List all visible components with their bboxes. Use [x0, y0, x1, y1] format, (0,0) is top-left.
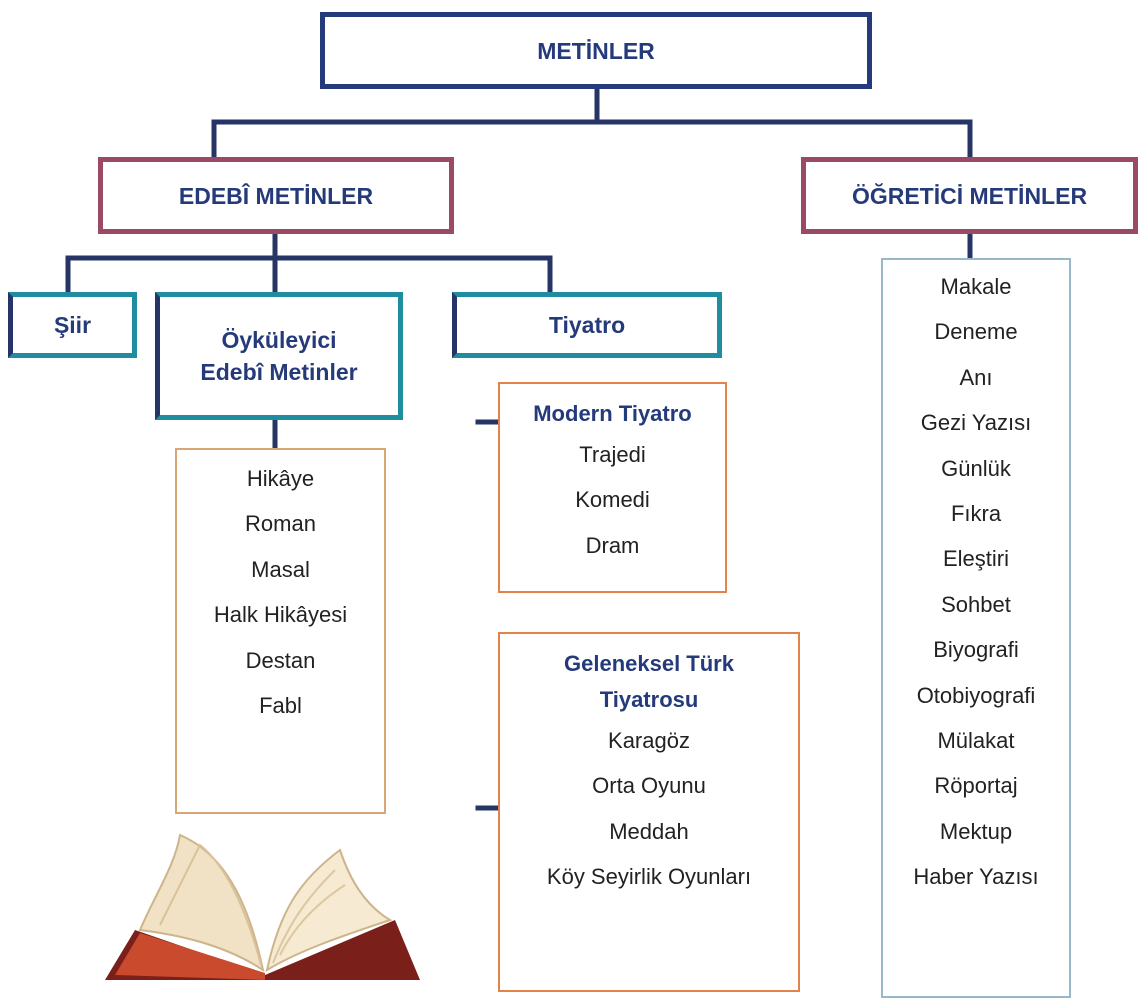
- tiyatro-node: Tiyatro: [452, 292, 722, 358]
- geleneksel-title-line1: Geleneksel Türk: [564, 651, 734, 676]
- list-item: Köy Seyirlik Oyunları: [546, 864, 752, 890]
- list-item: Fabl: [259, 692, 302, 718]
- list-item: Karagöz: [608, 728, 690, 753]
- list-item: Otobiyografi: [916, 682, 1036, 708]
- oykuleyici-label-line1: Öyküleyici: [221, 327, 337, 353]
- list-item: Dram: [585, 532, 640, 558]
- list-item: Haber Yazısı: [913, 864, 1039, 890]
- ogretici-list: Makale Deneme Anı Gezi Yazısı Günlük Fık…: [881, 258, 1071, 998]
- edebi-metinler-label: EDEBÎ METİNLER: [178, 182, 374, 209]
- list-item: Meddah: [609, 818, 689, 844]
- list-item: Röportaj: [934, 773, 1018, 799]
- oykuleyici-list: Hikâye Roman Masal Halk Hikâyesi Destan …: [175, 448, 386, 814]
- geleneksel-title-line2: Tiyatrosu: [599, 687, 699, 712]
- list-item: Halk Hikâyesi: [213, 602, 348, 628]
- modern-tiyatro-title: Modern Tiyatro: [533, 401, 692, 426]
- list-item: Trajedi: [579, 442, 646, 467]
- root-node: METİNLER: [320, 12, 872, 89]
- geleneksel-turk-tiyatrosu-list: Geleneksel Türk Tiyatrosu Karagöz Orta O…: [498, 632, 800, 992]
- list-item: Komedi: [575, 487, 650, 513]
- list-item: Orta Oyunu: [592, 773, 706, 799]
- list-item: Eleştiri: [942, 546, 1009, 572]
- root-label: METİNLER: [537, 37, 655, 64]
- list-item: Deneme: [934, 319, 1018, 345]
- oykuleyici-node: Öyküleyici Edebî Metinler: [155, 292, 403, 420]
- edebi-metinler-node: EDEBÎ METİNLER: [98, 157, 454, 234]
- list-item: Hikâye: [246, 466, 315, 491]
- list-item: Mektup: [939, 818, 1013, 844]
- oykuleyici-label-line2: Edebî Metinler: [200, 359, 358, 385]
- ogretici-metinler-label: ÖĞRETİCİ METİNLER: [851, 182, 1088, 209]
- list-item: Destan: [245, 647, 316, 673]
- open-book-icon: [105, 833, 420, 980]
- list-item: Fıkra: [950, 500, 1002, 526]
- list-item: Makale: [940, 274, 1012, 299]
- ogretici-metinler-node: ÖĞRETİCİ METİNLER: [801, 157, 1138, 234]
- list-item: Gezi Yazısı: [920, 410, 1032, 436]
- list-item: Günlük: [941, 455, 1011, 481]
- modern-tiyatro-list: Modern Tiyatro Trajedi Komedi Dram: [498, 382, 727, 593]
- list-item: Sohbet: [941, 591, 1011, 617]
- siir-label: Şiir: [53, 312, 92, 338]
- list-item: Mülakat: [937, 727, 1015, 753]
- list-item: Masal: [251, 556, 310, 582]
- list-item: Roman: [245, 511, 316, 537]
- siir-node: Şiir: [8, 292, 137, 358]
- tiyatro-label: Tiyatro: [548, 312, 626, 338]
- list-item: Biyografi: [933, 637, 1019, 663]
- list-item: Anı: [959, 364, 993, 390]
